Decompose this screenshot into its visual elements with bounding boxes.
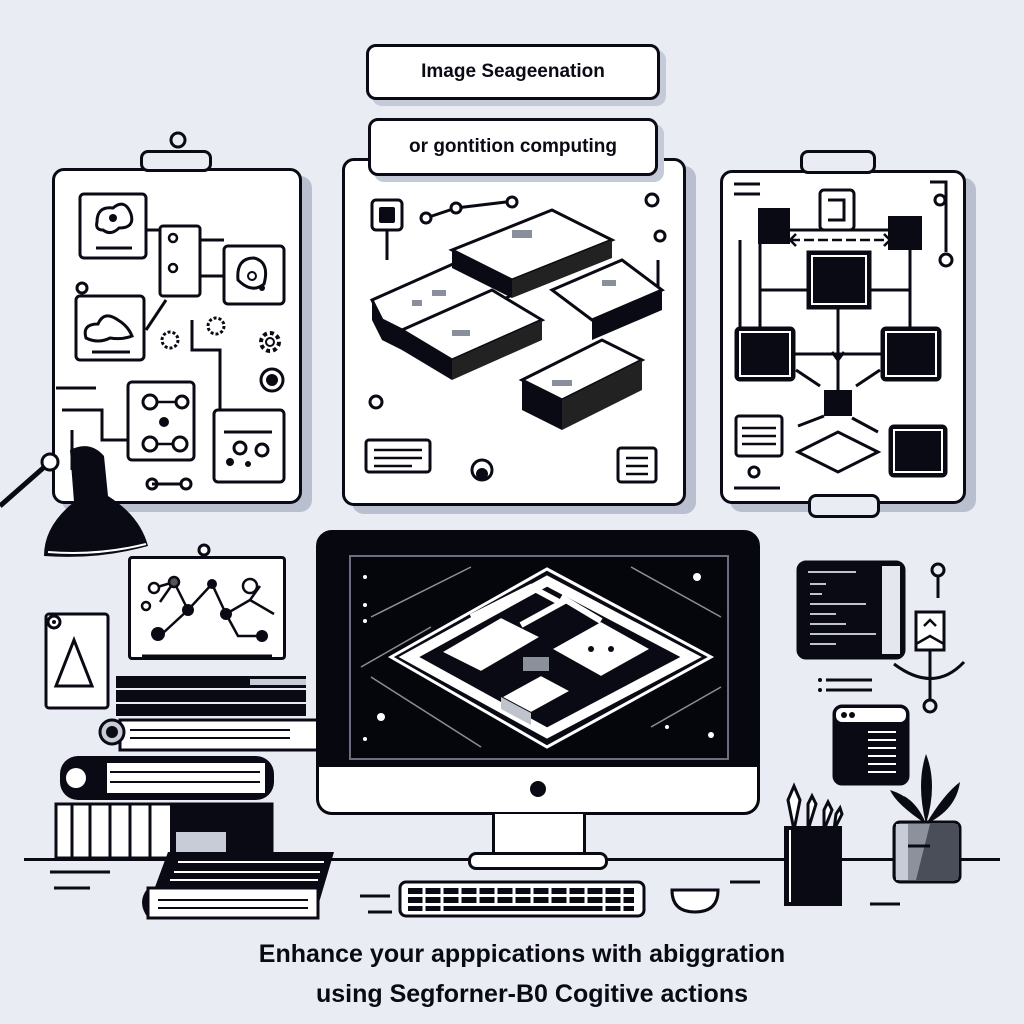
keyboard-icon[interactable] (398, 880, 648, 920)
title-label-2: or gontition computing (368, 118, 658, 176)
right-clipboard-clip-top (800, 150, 876, 174)
pencil-cup-icon (784, 782, 844, 906)
code-window-icon (796, 560, 906, 660)
triangle-card-icon (44, 612, 110, 710)
caption-line-1: Enhance your apppications with abiggrati… (258, 940, 786, 968)
left-clipboard-clip (140, 150, 212, 172)
desk-dashes (50, 870, 900, 914)
title-line-1: Image Seageenation (421, 61, 605, 82)
browser-window-icon (832, 704, 910, 786)
isometric-maze-screen (360, 566, 722, 749)
open-book-icon (142, 852, 334, 920)
flowchart-diagram (734, 180, 954, 490)
title-label-1: Image Seageenation (366, 44, 660, 100)
connector-bookmark-icon (893, 562, 966, 714)
monitor-stand-base (468, 852, 608, 870)
isometric-maze-illustration (364, 192, 667, 484)
caption-line-2: using Segforner-B0 Cogitive actions (315, 980, 748, 1008)
left-clipboard-diagram (56, 131, 286, 491)
potted-plant-icon (890, 754, 962, 884)
power-button[interactable] (530, 781, 546, 797)
monitor-stand-neck (492, 814, 586, 856)
desk-lamp-icon (0, 446, 148, 557)
book-stack-icon (54, 676, 326, 860)
list-lines-icon (818, 678, 872, 692)
mouse-icon[interactable] (668, 884, 724, 916)
monitor-chin (319, 767, 757, 812)
title-line-2: or gontition computing (409, 136, 617, 157)
molecule-diagram (140, 543, 275, 658)
monitor-screen (349, 555, 729, 760)
desktop-monitor (316, 530, 760, 815)
molecule-board (128, 556, 286, 660)
right-clipboard-clip-bottom (808, 494, 880, 518)
